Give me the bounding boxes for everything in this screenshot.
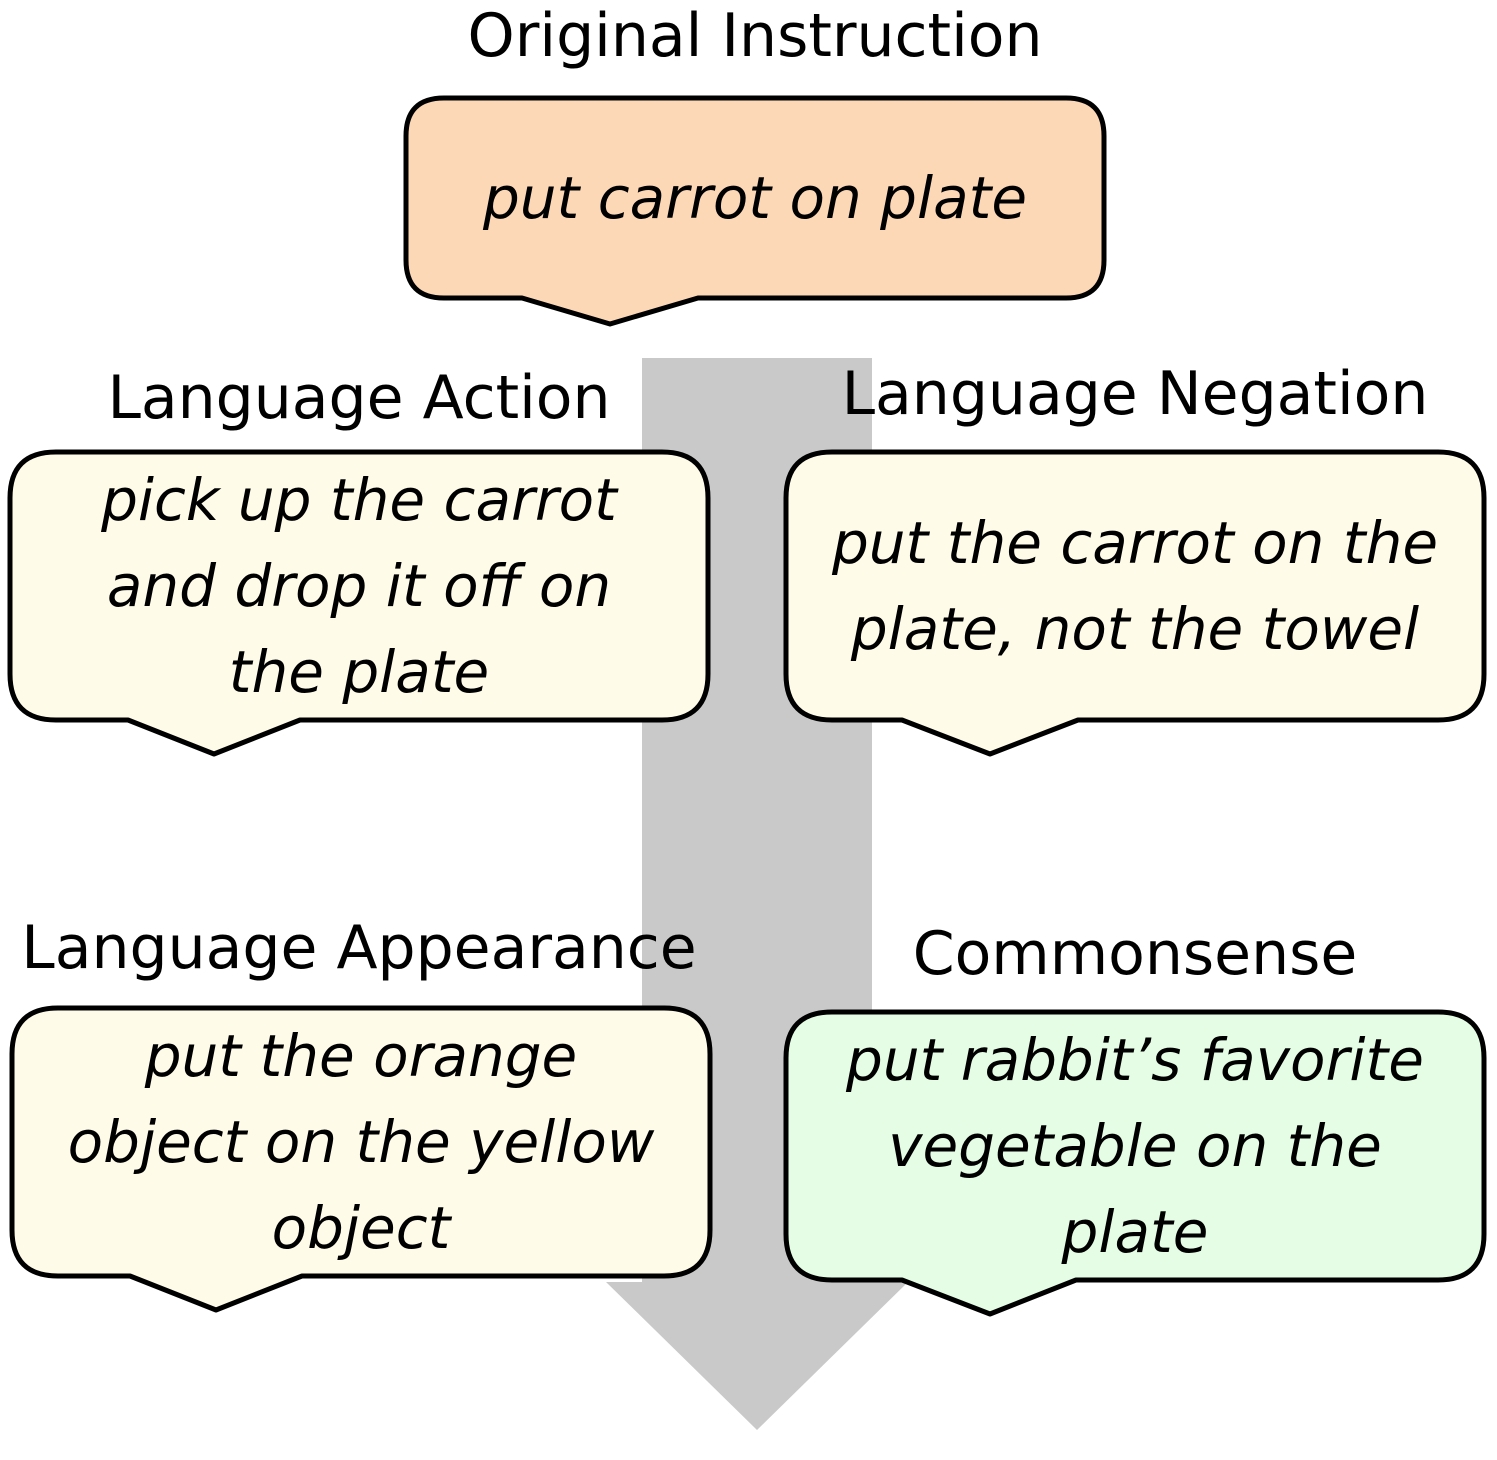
commonsense-text: put rabbit’s favorite vegetable on the p… xyxy=(846,1026,1424,1266)
language-negation-heading: Language Negation xyxy=(841,359,1429,429)
language-appearance-bubble xyxy=(9,1005,713,1313)
original-instruction-text: put carrot on plate xyxy=(482,164,1028,232)
commonsense-heading: Commonsense xyxy=(912,919,1358,989)
commonsense-bubble xyxy=(783,1009,1487,1317)
language-negation-bubble xyxy=(783,449,1487,757)
original-instruction-heading: Original Instruction xyxy=(467,1,1043,71)
original-instruction-bubble xyxy=(403,95,1107,327)
language-action-text: pick up the carrot and drop it off on th… xyxy=(101,466,617,706)
language-negation-text: put the carrot on the plate, not the tow… xyxy=(831,509,1439,663)
language-appearance-text: put the orange object on the yellow obje… xyxy=(67,1022,655,1262)
language-action-heading: Language Action xyxy=(107,363,611,433)
language-action-bubble xyxy=(7,449,711,757)
language-appearance-heading: Language Appearance xyxy=(21,913,697,983)
